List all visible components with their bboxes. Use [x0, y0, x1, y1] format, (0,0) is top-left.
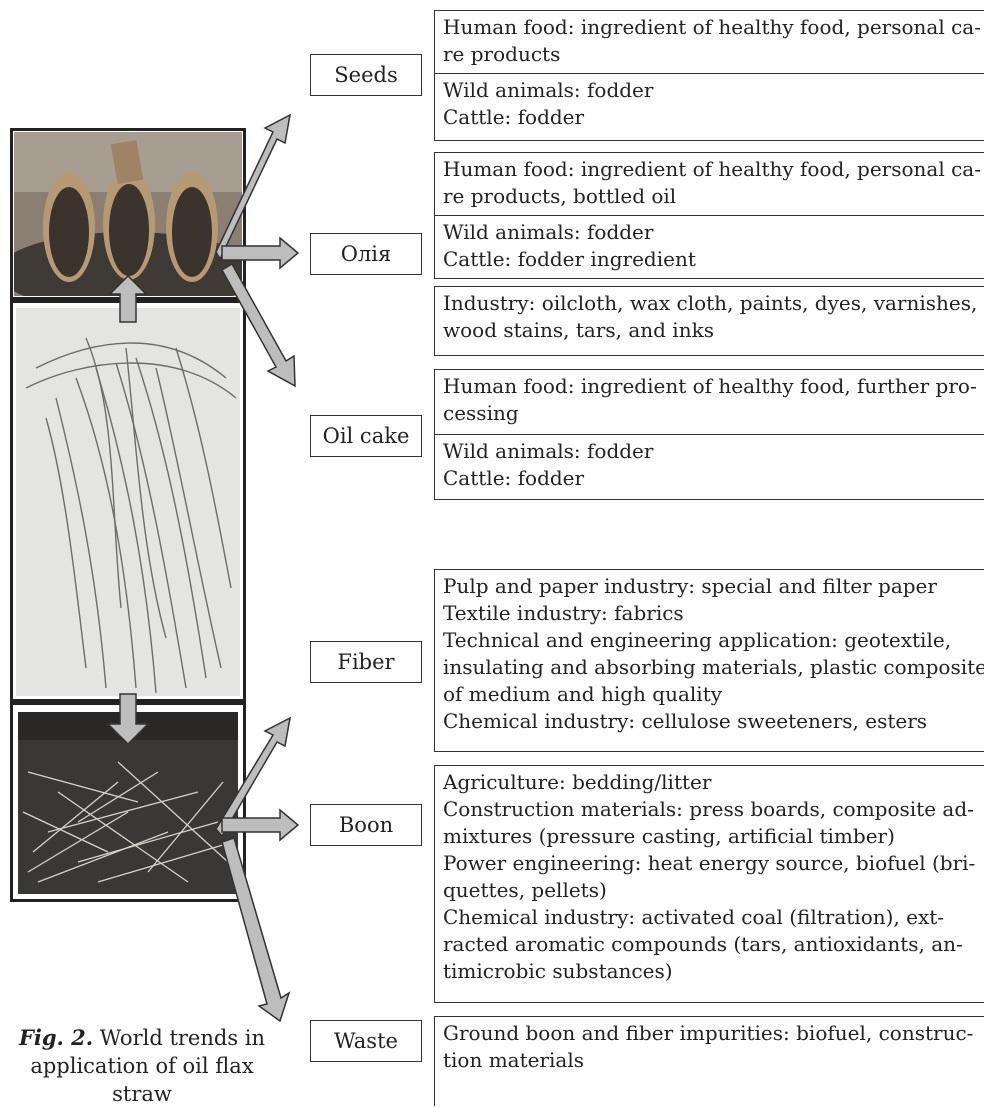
figure-caption: Fig. 2. World trends in application of o…	[4, 1024, 280, 1108]
text-line: Chemical industry: activated coal (filtr…	[443, 904, 983, 931]
label-oil-cake: Oil cake	[310, 415, 422, 457]
oil-cell-human-food: Human food: ingredient of healthy food, …	[434, 152, 984, 216]
text-line: mixtures (pressure casting, artificial t…	[443, 823, 983, 850]
text-line: Pulp and paper industry: special and fil…	[443, 573, 983, 600]
text-line: Cattle: fodder	[443, 465, 983, 492]
arrow-up-to-seeds	[110, 276, 146, 322]
caption-text-1: World trends in	[93, 1026, 265, 1050]
flow-arrows	[0, 0, 310, 1094]
seeds-cell-animals: Wild animals: fodder Cattle: fodder	[434, 73, 984, 141]
text-line: insulating and absorbing materials, plas…	[443, 654, 983, 681]
text-line: Agriculture: bedding/litter	[443, 769, 983, 796]
text-line: Human food: ingredient of healthy food, …	[443, 373, 983, 400]
text-line: Technical and engineering application: g…	[443, 627, 983, 654]
text-line: Wild animals: fodder	[443, 438, 983, 465]
label-waste: Waste	[310, 1020, 422, 1062]
text-line: Wild animals: fodder	[443, 219, 983, 246]
text-line: re products	[443, 41, 983, 68]
text-line: Ground boon and fiber impurities: biofue…	[443, 1020, 983, 1047]
fiber-cell: Pulp and paper industry: special and fil…	[434, 569, 984, 752]
text-line: Industry: oilcloth, wax cloth, paints, d…	[443, 290, 983, 317]
arrow-down-to-boon	[108, 694, 148, 744]
text-line: Cattle: fodder	[443, 104, 983, 131]
oilcake-cell-animals: Wild animals: fodder Cattle: fodder	[434, 434, 984, 500]
caption-line-1: Fig. 2. World trends in	[4, 1024, 280, 1052]
label-seeds: Seeds	[310, 54, 422, 96]
arrow-to-oilcake	[222, 264, 295, 386]
text-line: timicrobic substances)	[443, 958, 983, 985]
text-line: Cattle: fodder ingredient	[443, 246, 983, 273]
waste-cell: Ground boon and fiber impurities: biofue…	[434, 1016, 984, 1106]
text-line: cessing	[443, 400, 983, 427]
text-line: Wild animals: fodder	[443, 77, 983, 104]
text-line: Human food: ingredient of healthy food, …	[443, 156, 983, 183]
seeds-cell-human-food: Human food: ingredient of healthy food, …	[434, 10, 984, 74]
text-line: Textile industry: fabrics	[443, 600, 983, 627]
arrow-to-seeds	[216, 115, 290, 259]
label-fiber: Fiber	[310, 641, 422, 683]
text-line: wood stains, tars, and inks	[443, 317, 983, 344]
text-line: of medium and high quality	[443, 681, 983, 708]
label-boon: Boon	[310, 804, 422, 846]
text-line: tion materials	[443, 1047, 983, 1074]
boon-cell: Agriculture: bedding/litter Construction…	[434, 765, 984, 1003]
oil-cell-animals: Wild animals: fodder Cattle: fodder ingr…	[434, 215, 984, 279]
text-line: Chemical industry: cellulose sweeteners,…	[443, 708, 983, 735]
figure-number: Fig. 2.	[19, 1025, 93, 1050]
text-line: Construction materials: press boards, co…	[443, 796, 983, 823]
text-line: racted aromatic compounds (tars, antioxi…	[443, 931, 983, 958]
text-line: Power engineering: heat energy source, b…	[443, 850, 983, 877]
text-line: re products, bottled oil	[443, 183, 983, 210]
oil-cell-industry: Industry: oilcloth, wax cloth, paints, d…	[434, 286, 984, 356]
text-line: Human food: ingredient of healthy food, …	[443, 14, 983, 41]
arrow-to-waste	[222, 838, 289, 1021]
label-oil: Олія	[310, 233, 422, 275]
caption-line-2: application of oil flax straw	[4, 1052, 280, 1108]
oilcake-cell-human-food: Human food: ingredient of healthy food, …	[434, 369, 984, 435]
text-line: quettes, pellets)	[443, 877, 983, 904]
arrow-to-oil	[222, 238, 298, 268]
